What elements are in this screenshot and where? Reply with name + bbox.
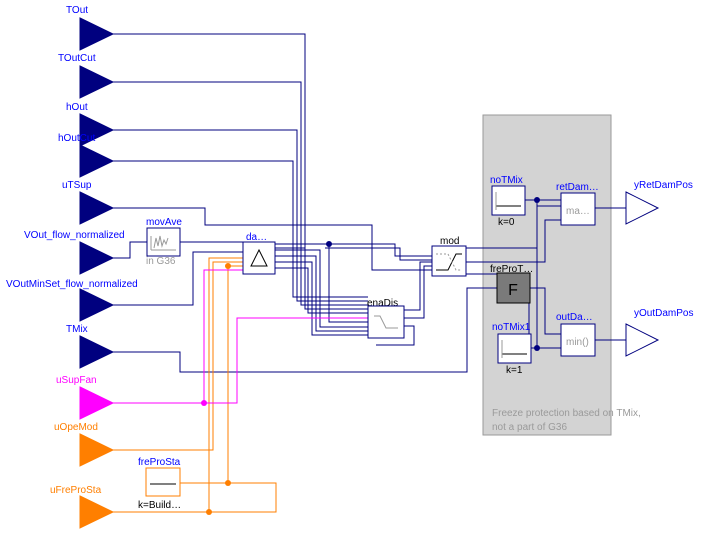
enadis-label: enaDis: [367, 298, 398, 309]
input-port-utsup[interactable]: uTSup: [62, 180, 115, 225]
input-label-uopemod: uOpeMod: [54, 422, 98, 433]
outdam-inner: min(): [566, 337, 589, 348]
input-port-hout[interactable]: hOut: [66, 102, 115, 147]
input-port-usupfan[interactable]: uSupFan: [56, 375, 115, 420]
notmix-param: k=0: [498, 217, 515, 228]
movave-block[interactable]: movAve in G36: [146, 217, 182, 267]
input-port-tmix[interactable]: TMix: [66, 324, 115, 369]
input-label-tout: TOut: [66, 5, 88, 16]
freprotmix-glyph: F: [508, 282, 518, 299]
notmix-block[interactable]: noTMix k=0: [490, 175, 526, 228]
input-label-toutcut: TOutCut: [58, 53, 96, 64]
wire-junctions: [201, 197, 540, 515]
movave-param: in G36: [146, 256, 176, 267]
input-label-tmix: TMix: [66, 324, 88, 335]
input-port-vout-flow[interactable]: VOut_flow_normalized: [24, 230, 125, 275]
outdam-block[interactable]: outDa… min(): [556, 312, 596, 357]
output-port-yretdampos[interactable]: yRetDamPos: [625, 180, 693, 225]
freprotmix-label: freProT…: [490, 264, 533, 275]
damlim-block[interactable]: da…: [242, 232, 276, 275]
input-port-houtcut[interactable]: hOutCut: [58, 133, 115, 178]
input-port-toutcut[interactable]: TOutCut: [58, 53, 115, 99]
notmix1-param: k=1: [506, 365, 523, 376]
input-label-ufreprosta: uFreProSta: [50, 485, 102, 496]
group-note-line2: not a part of G36: [492, 422, 567, 433]
retdam-label: retDam…: [556, 182, 599, 193]
retdam-block[interactable]: retDam… ma…: [556, 182, 599, 226]
mod-label: mod: [440, 236, 459, 247]
damlim-label: da…: [246, 232, 267, 243]
input-label-hout: hOut: [66, 102, 88, 113]
input-label-vout-flow: VOut_flow_normalized: [24, 230, 125, 241]
input-port-ufreprosta[interactable]: uFreProSta: [50, 485, 115, 529]
input-port-tout[interactable]: TOut: [66, 5, 115, 51]
input-label-voutminset: VOutMinSet_flow_normalized: [6, 279, 138, 290]
enadis-block[interactable]: enaDis: [367, 298, 405, 339]
notmix1-label: noTMix1: [492, 322, 531, 333]
mod-block[interactable]: mod: [431, 236, 467, 277]
outdam-label: outDa…: [556, 312, 593, 323]
output-label-yretdampos: yRetDamPos: [634, 180, 693, 191]
freprotmix-block[interactable]: freProT… F: [490, 264, 533, 304]
output-label-youtdampos: yOutDamPos: [634, 308, 693, 319]
input-label-houtcut: hOutCut: [58, 133, 95, 144]
movave-label: movAve: [146, 217, 182, 228]
freprosta-label: freProSta: [138, 457, 181, 468]
retdam-inner: ma…: [566, 206, 590, 217]
freprosta-param: k=Build…: [138, 500, 181, 511]
input-label-utsup: uTSup: [62, 180, 92, 191]
input-port-voutminset[interactable]: VOutMinSet_flow_normalized: [6, 279, 138, 322]
notmix1-block[interactable]: noTMix1 k=1: [492, 322, 532, 376]
group-note-line1: Freeze protection based on TMix,: [492, 408, 641, 419]
input-port-uopemod[interactable]: uOpeMod: [54, 422, 115, 467]
output-port-youtdampos[interactable]: yOutDamPos: [625, 308, 693, 357]
freprosta-block[interactable]: freProSta k=Build…: [138, 457, 181, 511]
notmix-label: noTMix: [490, 175, 523, 186]
input-label-usupfan: uSupFan: [56, 375, 97, 386]
